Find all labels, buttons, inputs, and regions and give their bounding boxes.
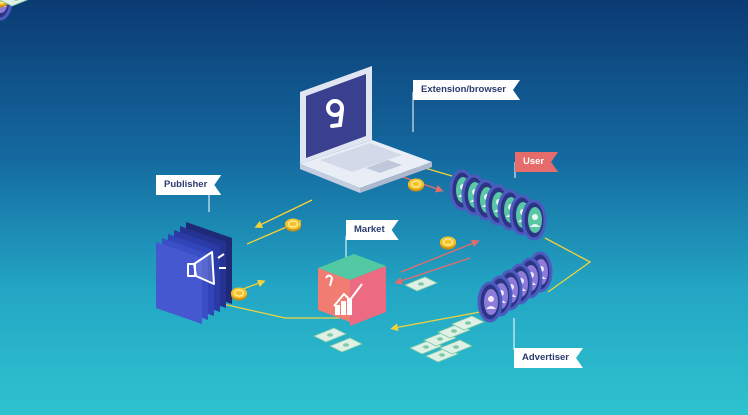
user-label: User <box>515 152 558 172</box>
publisher-label: Publisher <box>156 175 221 195</box>
flow-user-to-advertiser <box>544 237 592 293</box>
advertiser-stack <box>0 0 553 323</box>
laptop-icon <box>300 66 432 193</box>
flow-to-publisher <box>254 199 313 228</box>
market-label: Market <box>346 220 399 240</box>
extension-browser-label: Extension/browser <box>413 80 520 100</box>
cash-icon <box>0 0 485 363</box>
flow-market-to-publisher <box>210 299 340 319</box>
flow-user-to-market <box>394 257 471 285</box>
publisher-stack <box>156 222 232 324</box>
megaphone-icon <box>187 251 226 285</box>
user-stack <box>0 0 547 241</box>
advertiser-label: Advertiser <box>514 348 583 368</box>
flow-advertiser-to-market <box>390 311 481 332</box>
chart-icon <box>325 274 363 315</box>
market-box <box>318 254 386 326</box>
flow-market-to-user <box>400 239 480 273</box>
brand-logo-icon <box>326 99 344 128</box>
